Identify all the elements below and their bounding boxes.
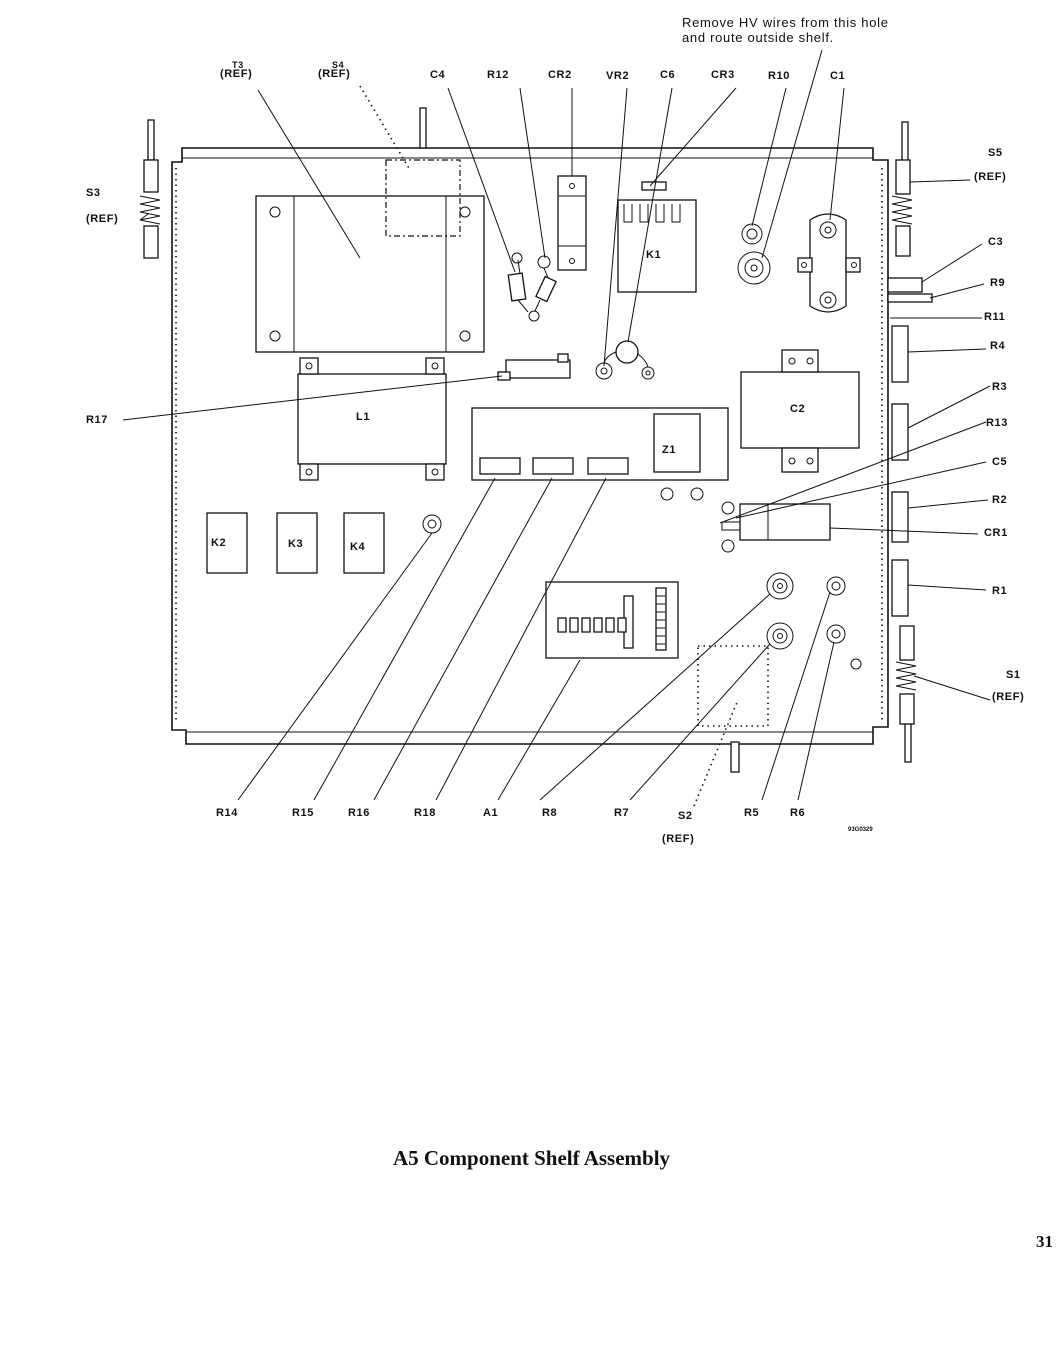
label-r16: R16 [348, 807, 370, 819]
label-l1: L1 [356, 411, 370, 423]
label-r18: R18 [414, 807, 436, 819]
switch-s5 [892, 160, 912, 256]
label-k2: K2 [211, 537, 226, 549]
drawing-number: 93G0329 [848, 827, 873, 833]
terminal-r7 [767, 623, 793, 649]
label-cr3: CR3 [711, 69, 735, 81]
label-a1: A1 [483, 807, 498, 819]
terminal-r14 [423, 515, 441, 533]
label-z1: Z1 [662, 444, 676, 456]
label-s2-ref: (REF) [662, 833, 694, 845]
label-r13: R13 [986, 417, 1008, 429]
label-r6: R6 [790, 807, 805, 819]
terminal-board-z1 [472, 408, 728, 480]
label-s5: S5 [988, 147, 1003, 159]
label-c2: C2 [790, 403, 805, 415]
label-t3-ref: (REF) [220, 68, 252, 80]
label-c4: C4 [430, 69, 446, 81]
page-number: 31 [1036, 1232, 1053, 1252]
screw-3 [851, 659, 861, 669]
label-s1: S1 [1006, 669, 1021, 681]
capacitor-c1 [798, 214, 860, 312]
label-r8: R8 [542, 807, 557, 819]
label-r1: R1 [992, 585, 1007, 597]
label-r17: R17 [86, 414, 108, 426]
label-s3-ref: (REF) [86, 213, 118, 225]
terminal-r6 [827, 625, 845, 643]
label-s5-ref: (REF) [974, 171, 1006, 183]
label-r15: R15 [292, 807, 314, 819]
label-r3: R3 [992, 381, 1007, 393]
transformer-t3 [256, 196, 484, 352]
label-cr1: CR1 [984, 527, 1008, 539]
hv-note-line1: Remove HV wires from this hole [682, 15, 889, 30]
label-s1-ref: (REF) [992, 691, 1024, 703]
right-edge-components [888, 278, 932, 616]
screw-1 [661, 488, 673, 500]
label-r4: R4 [990, 340, 1006, 352]
label-r11: R11 [984, 311, 1005, 323]
label-cr2: CR2 [548, 69, 572, 81]
label-r2: R2 [992, 494, 1007, 506]
label-s4-ref: (REF) [318, 68, 350, 80]
label-r7: R7 [614, 807, 629, 819]
label-r9: R9 [990, 277, 1005, 289]
resistor-r17 [498, 354, 570, 380]
label-s2: S2 [678, 810, 693, 822]
circuit-board-a1 [546, 582, 678, 658]
label-k4: K4 [350, 541, 366, 553]
label-r10: R10 [768, 70, 790, 82]
switch-s3 [140, 160, 160, 258]
relay-k1 [618, 182, 696, 292]
label-c3: C3 [988, 236, 1003, 248]
label-r14: R14 [216, 807, 238, 819]
switch-s1 [896, 626, 916, 724]
figure-caption: A5 Component Shelf Assembly [0, 1146, 1063, 1171]
label-c5: C5 [992, 456, 1007, 468]
label-k1: K1 [646, 249, 661, 261]
label-r12: R12 [487, 69, 509, 81]
label-r5: R5 [744, 807, 759, 819]
inductor-l1 [298, 358, 446, 480]
resistor-r12 [529, 256, 556, 321]
label-k3: K3 [288, 538, 303, 550]
label-s3: S3 [86, 187, 101, 199]
screw-2 [691, 488, 703, 500]
hv-note-line2: and route outside shelf. [682, 30, 834, 45]
terminal-r8 [767, 573, 793, 599]
label-c1: C1 [830, 70, 845, 82]
terminal-r10 [738, 224, 770, 284]
diode-cr2 [558, 176, 586, 270]
label-c6: C6 [660, 69, 675, 81]
label-vr2: VR2 [606, 70, 629, 82]
